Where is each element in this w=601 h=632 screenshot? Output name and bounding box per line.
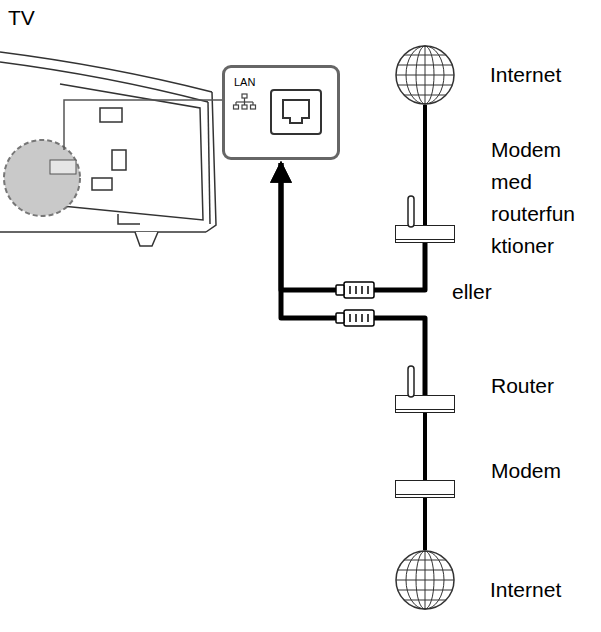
tv-bottom-edge [0, 231, 206, 233]
globe-outline [395, 550, 455, 610]
tv-back-panel [60, 84, 203, 220]
globe-icon [396, 551, 454, 609]
cable-line [423, 105, 427, 225]
leader-line [64, 100, 222, 150]
tv-top-edge [0, 52, 212, 92]
lan-plug [336, 310, 374, 326]
lan-jack [50, 160, 76, 174]
port-label: LAN [234, 76, 255, 89]
lan-cable-arrow [281, 163, 425, 290]
tv-port [112, 150, 126, 170]
device-label: Internet [490, 574, 561, 606]
device-label: Internet [490, 59, 561, 91]
tv-port [92, 178, 112, 190]
device-label: Router [491, 370, 554, 402]
tv-outline [0, 52, 216, 246]
device-label: Modem med routerfunktioner [491, 134, 581, 262]
network-device: Router [395, 395, 455, 410]
lan-port-icon [225, 68, 337, 157]
device-name: TV [6, 2, 37, 34]
alternative-note: eller [450, 276, 494, 308]
tv-stand [135, 232, 158, 246]
zoom-circle [4, 140, 80, 216]
globe-icon [396, 46, 454, 104]
antenna [396, 194, 456, 226]
tv-side-inner [208, 102, 210, 224]
globe-outline [395, 45, 455, 105]
cable-line [423, 410, 427, 480]
internet-globe: Internet [395, 550, 455, 610]
lan-cable-arrow [281, 163, 425, 395]
cable-line [423, 495, 427, 550]
antenna [396, 364, 456, 396]
network-device: Modem med routerfunktioner [395, 225, 455, 240]
tv-side-edge [206, 92, 216, 232]
lan-port-box: LAN [222, 65, 340, 160]
network-device: Modem [395, 480, 455, 495]
lan-plug [336, 282, 374, 298]
tv-detail [118, 214, 140, 224]
tv-port [100, 108, 122, 122]
internet-globe: Internet [395, 45, 455, 105]
device-label: Modem [491, 455, 561, 487]
